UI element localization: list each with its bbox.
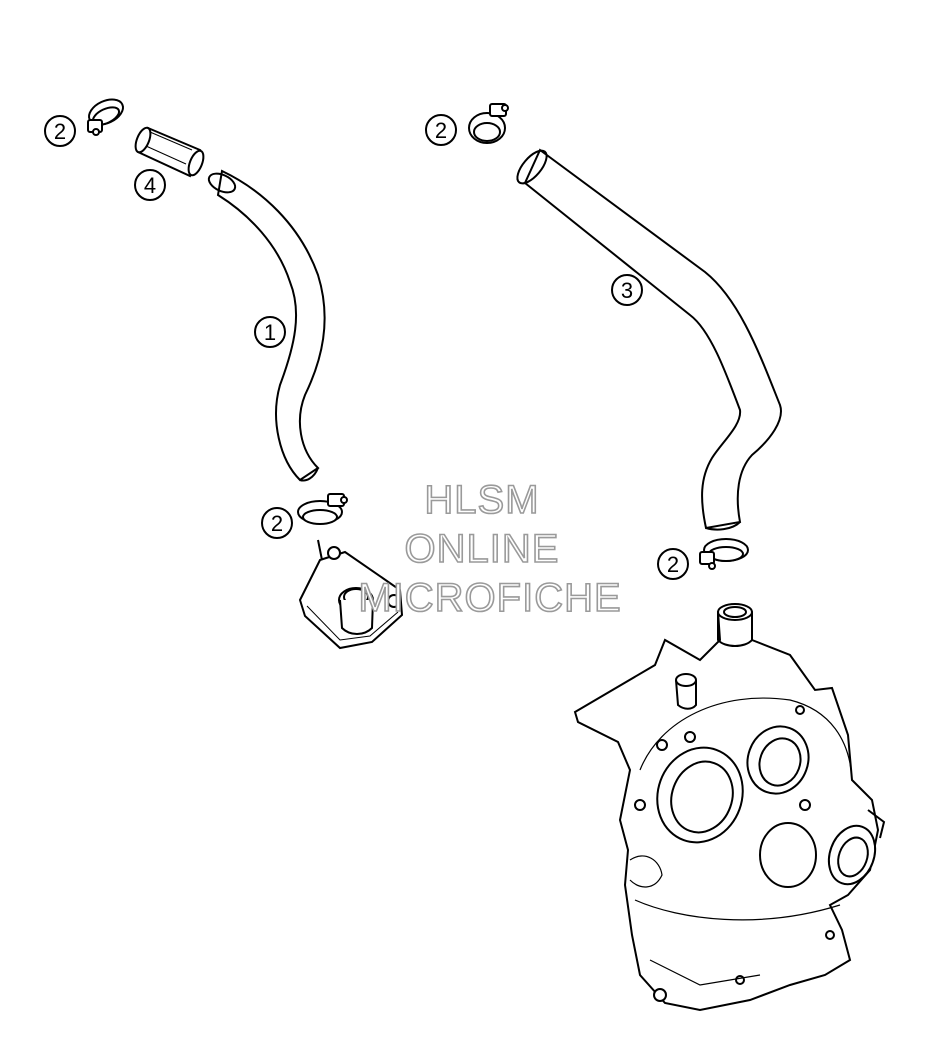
callout-clamp-top-right: 2 (425, 114, 457, 146)
callout-hose-3: 3 (611, 274, 643, 306)
sleeve-4 (134, 126, 205, 178)
callout-hose-1: 1 (254, 316, 286, 348)
callout-clamp-lower-right: 2 (657, 548, 689, 580)
callout-sleeve-4: 4 (134, 169, 166, 201)
engine-crankcase (573, 603, 886, 1012)
callout-group: 1 2 2 2 2 3 4 (44, 114, 689, 580)
clamp-top-right (468, 103, 509, 144)
watermark-line-1: HLSM (424, 478, 539, 522)
callout-clamp-middle-label: 2 (271, 511, 283, 536)
callout-clamp-top-left: 2 (44, 115, 76, 147)
clamp-top-left (87, 98, 124, 136)
callout-clamp-middle: 2 (261, 507, 293, 539)
outlet-housing (298, 539, 404, 650)
hose-3 (516, 148, 782, 531)
callout-clamp-top-right-label: 2 (435, 118, 447, 143)
callout-sleeve-4-label: 4 (144, 173, 156, 198)
clamp-lower-right (699, 538, 749, 570)
callout-hose-3-label: 3 (621, 278, 633, 303)
watermark: HLSM ONLINE MICROFICHE (358, 477, 622, 621)
clamp-middle (297, 493, 348, 525)
callout-clamp-top-left-label: 2 (54, 119, 66, 144)
watermark-line-3: MICROFICHE (358, 576, 621, 620)
watermark-line-2: ONLINE (405, 527, 560, 571)
callout-clamp-lower-right-label: 2 (667, 552, 679, 577)
hose-1 (207, 169, 326, 482)
callout-hose-1-label: 1 (264, 320, 276, 345)
